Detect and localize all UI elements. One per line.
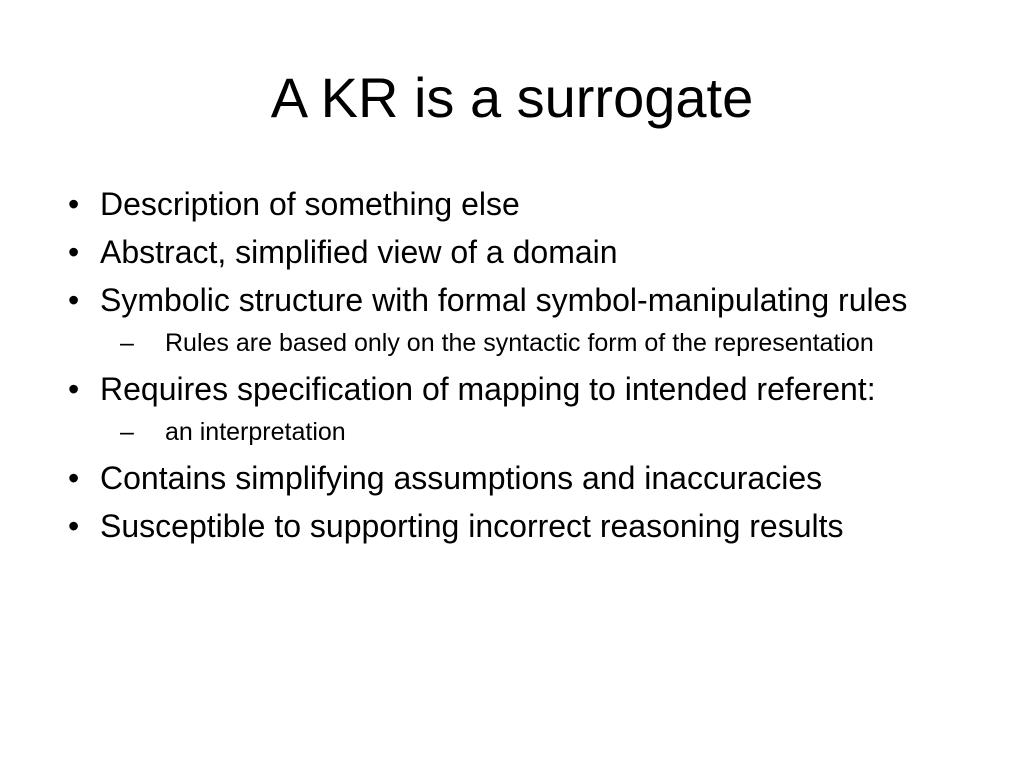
bullet-text: Symbolic structure with formal symbol-ma… [100,282,908,318]
bullet-list: • Description of something else • Abstract,… [68,185,958,555]
sub-bullet-list: – Rules are based only on the syntactic f… [100,326,958,361]
sub-bullet-item: – Rules are based only on the syntactic f… [120,326,958,361]
bullet-dot-icon: • [68,460,80,496]
bullet-item: • Description of something else [68,185,958,224]
slide-title: A KR is a surrogate [270,66,754,129]
bullet-item: • Abstract, simplified view of a domain [68,233,958,272]
bullet-text: Description of something else [100,186,520,222]
dash-icon: – [120,329,134,357]
dash-icon: – [120,418,134,446]
bullet-dot-icon: • [68,371,80,407]
bullet-text: Contains simplifying assumptions and ina… [100,460,823,496]
sub-bullet-text: Rules are based only on the syntactic fo… [165,329,874,357]
sub-bullet-text: an interpretation [165,418,346,446]
bullet-dot-icon: • [68,234,80,270]
sub-bullet-item: – an interpretation [120,415,958,450]
bullet-dot-icon: • [68,186,80,222]
bullet-item: • Requires specification of mapping to in… [68,370,958,450]
bullet-text: Susceptible to supporting incorrect reas… [100,508,844,544]
bullet-text: Abstract, simplified view of a domain [100,234,618,270]
bullet-text: Requires specification of mapping to int… [100,371,876,407]
bullet-item: • Susceptible to supporting incorrect rea… [68,507,958,546]
bullet-dot-icon: • [68,282,80,318]
bullet-item: • Contains simplifying assumptions and in… [68,459,958,498]
bullet-item: • Symbolic structure with formal symbol-m… [68,281,958,361]
bullet-dot-icon: • [68,508,80,544]
sub-bullet-list: – an interpretation [100,415,958,450]
